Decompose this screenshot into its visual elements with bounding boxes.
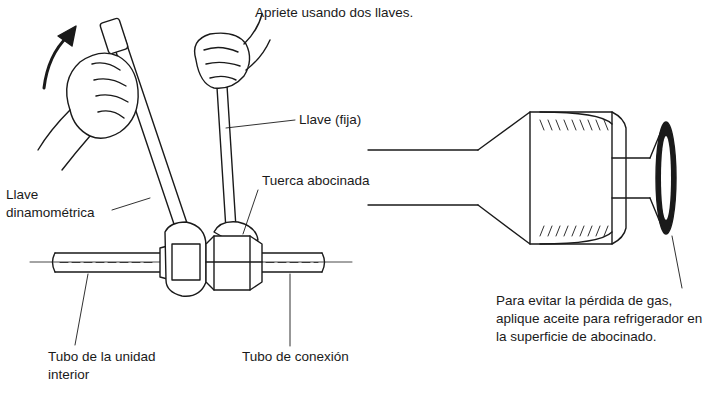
thread-stroke [548,120,552,130]
thread-stroke [548,226,552,236]
thread-stroke [556,120,560,130]
note-text: Para evitar la pérdida de gas, aplique a… [496,292,704,346]
thread-stroke [604,226,608,236]
part-label: Tubo de la unidad interior [48,348,166,384]
part-label: Llave dinamométrica [6,186,112,222]
connection-pipe [262,253,325,272]
thread-stroke [540,120,544,130]
thread-stroke [556,226,560,236]
thread-stroke [580,226,584,236]
thread-stroke [596,120,600,130]
thread-lines [540,120,608,236]
part-label: Tubo de conexión [242,348,382,366]
part-label: Llave (fija) [299,111,409,129]
thread-stroke [540,226,544,236]
hand-right [195,14,270,88]
hand-left [38,53,138,170]
thread-stroke [580,120,584,130]
indoor-pipe [53,253,161,272]
arrow-head [58,26,76,46]
thread-stroke [572,226,576,236]
thread-stroke [564,120,568,130]
part-label: Tuerca abocinada [262,172,402,190]
thread-stroke [572,120,576,130]
thread-stroke [604,120,608,130]
thread-stroke [588,120,592,130]
flare-detail [368,112,676,244]
instruction-text: Apriete usando dos llaves. [255,4,485,22]
flare-nut [206,236,262,290]
thread-stroke [588,226,592,236]
thread-stroke [564,226,568,236]
thread-stroke [596,226,600,236]
rotation-arrow [44,36,68,88]
